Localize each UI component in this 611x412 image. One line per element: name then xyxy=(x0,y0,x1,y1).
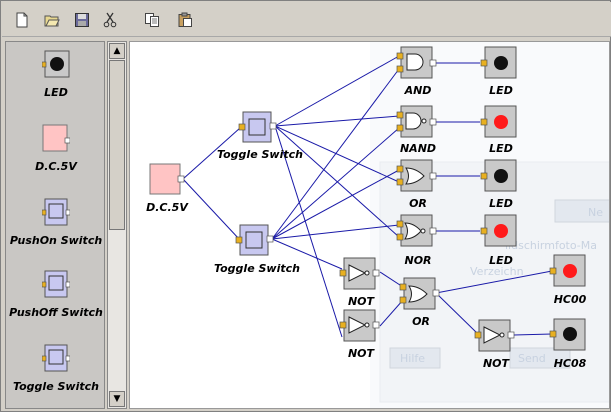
circuit-diagram: D.C.5V Toggle Switch Toggle Switch xyxy=(146,46,587,370)
node-label: LED xyxy=(489,197,513,210)
toolbar xyxy=(2,2,611,37)
led-node[interactable]: LED xyxy=(480,159,517,210)
node-label: NAND xyxy=(400,142,436,155)
palette-item-label: D.C.5V xyxy=(35,160,77,173)
node-label: NOR xyxy=(404,254,431,267)
node-label: LED xyxy=(489,254,513,267)
node-label: LED xyxy=(489,84,513,97)
cut-icon[interactable] xyxy=(100,10,120,30)
not-gate-node[interactable]: NOT xyxy=(339,309,380,360)
led-light xyxy=(494,169,508,183)
paste-icon[interactable] xyxy=(175,10,195,30)
palette-item-label: PushOff Switch xyxy=(9,306,103,319)
switch-icon xyxy=(42,344,70,372)
dc-source-icon xyxy=(42,124,70,152)
led-light xyxy=(563,264,577,278)
toggle-switch-node[interactable]: Toggle Switch xyxy=(217,111,303,161)
bg-text-ne: Ne xyxy=(588,206,603,219)
led-icon xyxy=(42,50,70,78)
switch-icon xyxy=(42,270,70,298)
node-label: HC08 xyxy=(554,357,587,370)
scroll-up-arrow[interactable]: ▲ xyxy=(109,43,125,59)
led-node[interactable]: LED xyxy=(480,214,517,267)
led-light xyxy=(494,224,508,238)
led-node[interactable]: LED xyxy=(480,105,517,155)
scrollbar-thumb[interactable] xyxy=(109,60,125,230)
led-node-hc08[interactable]: HC08 xyxy=(549,318,587,370)
and-gate-node[interactable]: AND xyxy=(396,46,437,97)
node-label: AND xyxy=(404,84,432,97)
nor-gate-node[interactable]: NOR xyxy=(396,214,437,267)
save-icon[interactable] xyxy=(72,10,92,30)
node-label: NOT xyxy=(348,347,376,360)
node-label: Toggle Switch xyxy=(217,148,303,161)
or-gate-node[interactable]: OR xyxy=(399,277,440,328)
or-gate-node[interactable]: OR xyxy=(396,159,437,210)
node-label: OR xyxy=(412,315,430,328)
dc-source-node[interactable]: D.C.5V xyxy=(146,163,189,214)
circuit-canvas[interactable]: Ne ildschirmfoto-Ma Verzeichn Hilfe Send xyxy=(129,41,610,409)
nand-gate-node[interactable]: NAND xyxy=(396,105,437,155)
wires xyxy=(182,55,553,338)
led-node-hc00[interactable]: HC00 xyxy=(549,254,587,306)
palette-item-label: Toggle Switch xyxy=(13,380,99,393)
node-label: HC00 xyxy=(554,293,587,306)
node-label: NOT xyxy=(348,295,376,308)
open-icon[interactable] xyxy=(42,10,62,30)
palette-item-label: PushOn Switch xyxy=(9,234,103,247)
component-palette: LED D.C.5V PushOn Switch xyxy=(5,41,105,409)
led-light xyxy=(563,327,577,341)
scroll-down-arrow[interactable]: ▼ xyxy=(109,391,125,407)
node-label: D.C.5V xyxy=(146,201,189,214)
not-gate-node[interactable]: NOT xyxy=(339,257,380,308)
new-icon[interactable] xyxy=(12,10,32,30)
switch-icon xyxy=(42,198,70,226)
bg-text-send: Send xyxy=(518,352,546,365)
bg-text-folder: Verzeichn xyxy=(470,265,524,278)
node-label: LED xyxy=(489,142,513,155)
node-label: OR xyxy=(409,197,427,210)
node-label: Toggle Switch xyxy=(214,262,300,275)
led-light xyxy=(494,115,508,129)
led-light xyxy=(494,56,508,70)
not-gate-node[interactable]: NOT xyxy=(474,319,515,370)
palette-item-label: LED xyxy=(44,86,68,99)
toggle-switch-node[interactable]: Toggle Switch xyxy=(214,224,300,275)
bg-text-title: ildschirmfoto-Ma xyxy=(505,239,597,252)
copy-icon[interactable] xyxy=(142,10,162,30)
bg-text-help: Hilfe xyxy=(400,352,425,365)
led-node[interactable]: LED xyxy=(480,46,517,97)
node-label: NOT xyxy=(483,357,511,370)
palette-scrollbar[interactable]: ▲ ▼ xyxy=(107,41,127,409)
